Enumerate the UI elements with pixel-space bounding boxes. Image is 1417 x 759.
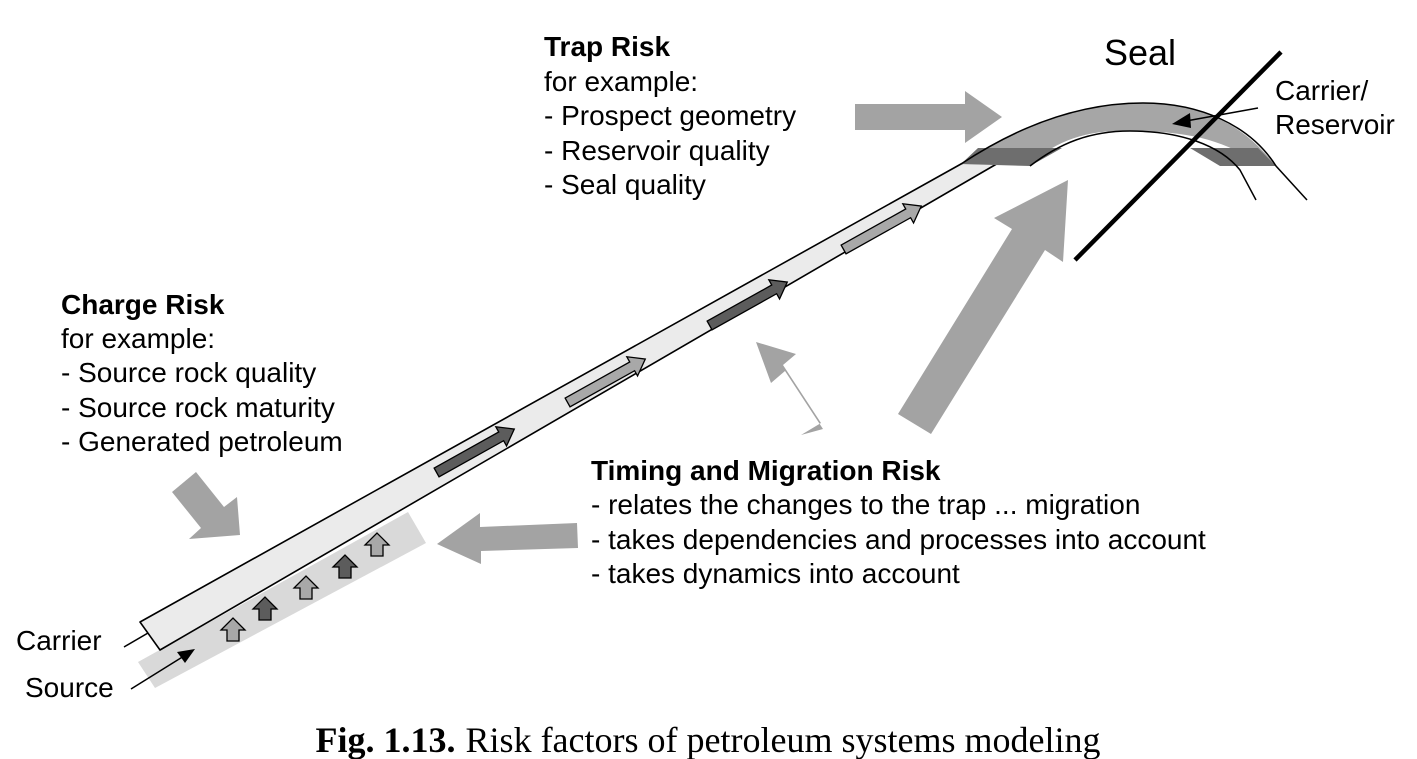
migration-arrow-2 [564,355,647,408]
charge-risk-intro: for example: [61,323,215,354]
migration-arrow-1 [433,425,516,478]
carrier-reservoir-pointer [1185,107,1259,122]
carrier-pointer [123,632,149,648]
reservoir-base-outline [1029,130,1257,201]
caption-label: Fig. 1.13. [316,720,456,759]
charge-risk-item: - Generated petroleum [61,426,343,457]
carrier-label: Carrier [16,625,102,656]
expulsion-arrow-5 [363,532,391,557]
trap-risk-title: Trap Risk [544,31,670,62]
trap-risk-block: Trap Risk for example: - Prospect geomet… [544,31,796,200]
trap-risk-intro: for example: [544,66,698,97]
source-pointer [130,655,185,690]
carrier-reservoir-pointer-head [1172,113,1191,128]
timing-risk-block: Timing and Migration Risk - relates the … [591,455,1206,589]
fault-line [1073,50,1283,262]
trap-risk-item: - Seal quality [544,169,706,200]
charge-risk-block: Charge Risk for example: - Source rock q… [61,289,343,457]
seal-label: Seal [1104,32,1176,73]
expulsion-arrows [219,532,391,642]
timing-risk-title: Timing and Migration Risk [591,455,941,486]
carrier-reservoir-label-line1: Carrier/ [1275,75,1369,106]
charge-risk-title: Charge Risk [61,289,225,320]
expulsion-arrow-4 [331,554,359,579]
timing-risk-item: - takes dependencies and processes into … [591,524,1206,555]
expulsion-arrow-2 [251,596,279,621]
caption-text: Risk factors of petroleum systems modeli… [466,720,1101,759]
source-pointer-head [177,649,195,663]
migration-arrow-4 [840,202,923,255]
charge-risk-item: - Source rock maturity [61,392,335,423]
expulsion-arrow-1 [219,617,247,642]
timing-arrow-to-trap [898,180,1068,434]
trap-risk-item: - Prospect geometry [544,100,796,131]
migration-arrow-3 [706,278,789,331]
charge-risk-item: - Source rock quality [61,357,316,388]
timing-risk-item: - takes dynamics into account [591,558,960,589]
reservoir-dark-band-right [1190,148,1276,166]
reservoir-dark-band-left [961,148,1062,166]
source-layer [138,512,426,688]
figure-caption: Fig. 1.13. Risk factors of petroleum syst… [316,720,1101,759]
trap-risk-arrow [855,91,1002,143]
charge-risk-arrow [172,472,240,539]
timing-arrow-to-source [437,513,578,564]
source-label: Source [25,672,114,703]
carrier-reservoir-label-line2: Reservoir [1275,109,1395,140]
timing-risk-item: - relates the changes to the trap ... mi… [591,489,1140,520]
migration-arrows [433,202,923,478]
reservoir-top-outline [960,102,1308,201]
trap-risk-item: - Reservoir quality [544,135,770,166]
timing-arrow-to-carrier [756,342,823,435]
expulsion-arrow-3 [292,575,320,600]
